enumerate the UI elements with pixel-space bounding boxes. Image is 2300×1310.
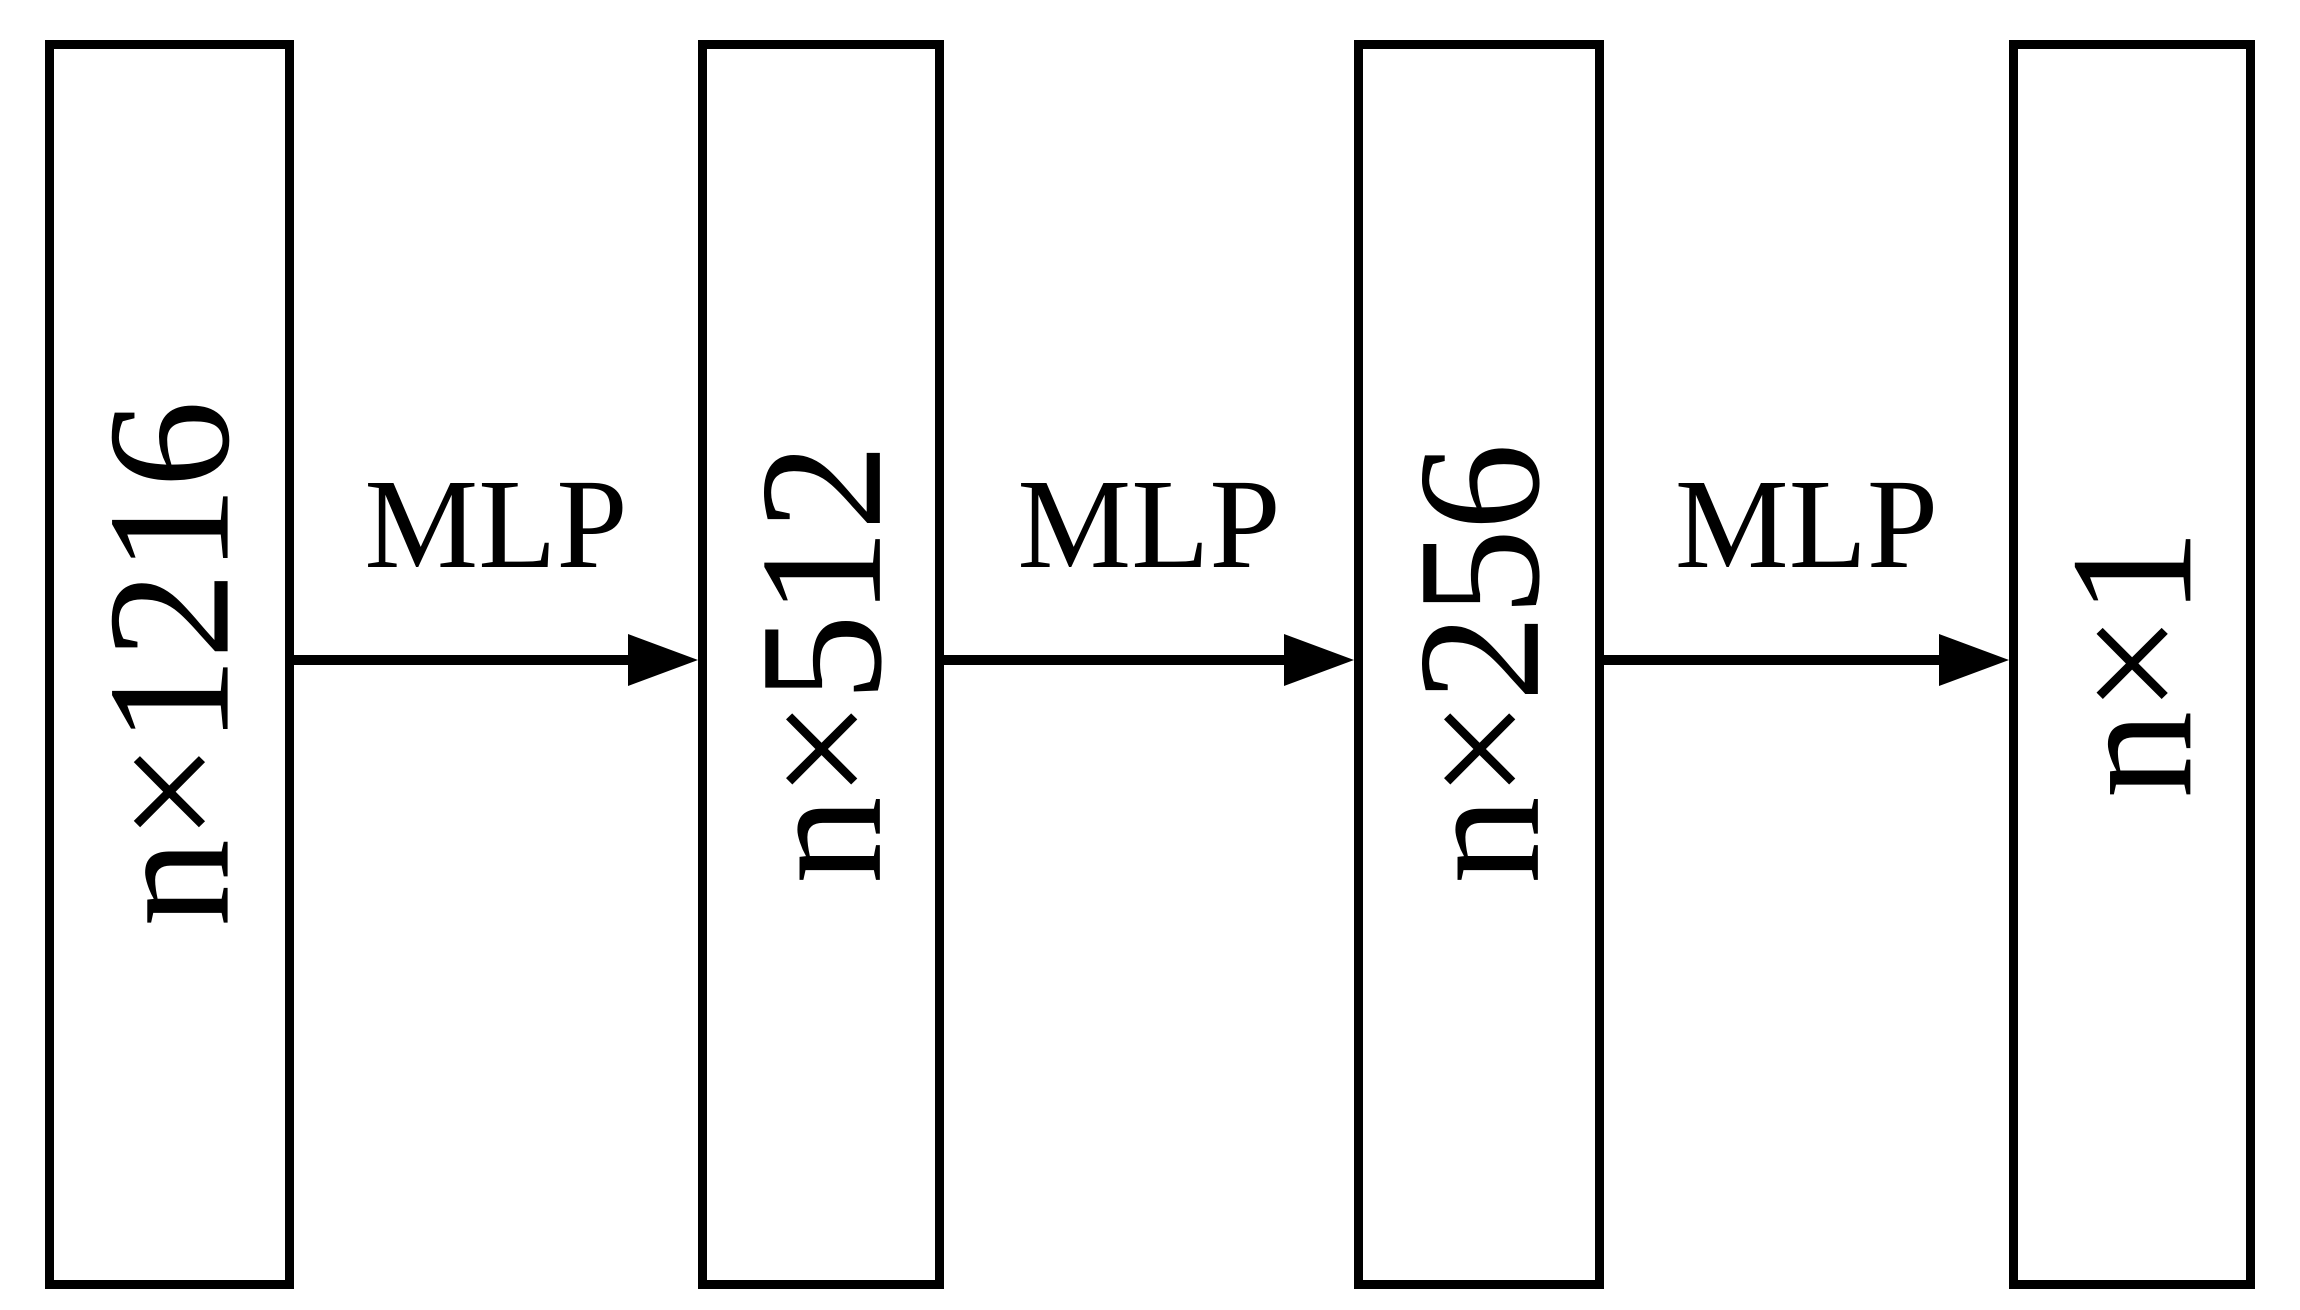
layer-box-n1216: n×1216 bbox=[45, 40, 294, 1289]
arrow-line-2 bbox=[944, 655, 1290, 665]
arrow-line-1 bbox=[294, 655, 640, 665]
layer-label: n×512 bbox=[723, 445, 918, 884]
layer-label: n×1 bbox=[2034, 530, 2229, 799]
layer-box-n1: n×1 bbox=[2009, 40, 2255, 1289]
layer-box-n512: n×512 bbox=[698, 40, 944, 1289]
arrowhead-icon bbox=[628, 634, 698, 686]
arrow-label-mlp-3: MLP bbox=[1674, 453, 1939, 595]
layer-label: n×1216 bbox=[72, 402, 267, 927]
layer-box-n256: n×256 bbox=[1354, 40, 1604, 1289]
layer-label: n×256 bbox=[1381, 445, 1576, 884]
arrow-line-3 bbox=[1604, 655, 1945, 665]
arrowhead-icon bbox=[1284, 634, 1354, 686]
arrow-label-mlp-1: MLP bbox=[364, 453, 628, 595]
arrowhead-icon bbox=[1939, 634, 2009, 686]
arrow-label-mlp-2: MLP bbox=[1017, 453, 1281, 595]
